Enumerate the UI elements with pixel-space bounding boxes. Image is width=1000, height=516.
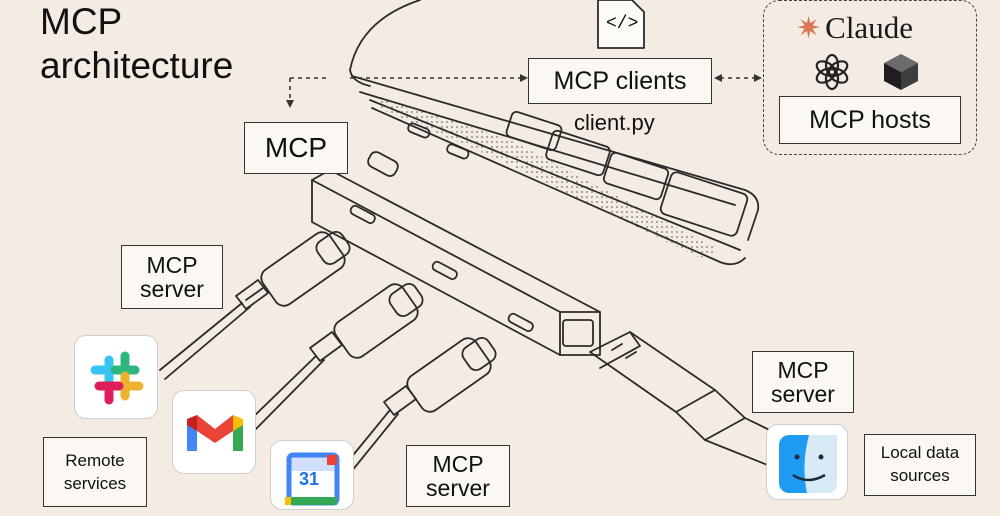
claude-icon: ✷: [796, 11, 822, 45]
mcp-server-box-top: MCP server: [121, 245, 223, 309]
laptop-key: [602, 151, 670, 201]
calendar-day-label: 31: [299, 469, 320, 489]
mcp-server-box-right: MCP server: [752, 351, 854, 413]
mcp-box: MCP: [244, 122, 348, 174]
mcp-clients-box: MCP clients: [528, 58, 712, 104]
slack-icon: [90, 351, 144, 405]
google-calendar-app-tile: 31: [270, 440, 354, 510]
hub-port: [507, 312, 534, 333]
openai-icon: [815, 53, 849, 91]
laptop-key: [545, 129, 611, 177]
hub-port: [349, 204, 376, 225]
mcp-hosts-box: MCP hosts: [779, 96, 961, 144]
slack-app-tile: [74, 335, 158, 419]
cube-logo-icon: [884, 54, 918, 90]
laptop-port: [407, 122, 431, 139]
usb-c-connector: [159, 230, 351, 380]
laptop-port: [446, 143, 470, 160]
architecture-illustration: [159, 0, 791, 473]
laptop-lid: [349, 0, 421, 71]
mcp-server-box-bottom: MCP server: [406, 445, 510, 507]
gmail-app-tile: [172, 390, 256, 474]
laptop-key: [505, 111, 563, 151]
arrow-to-mcp: [289, 77, 330, 102]
gmail-icon: [187, 415, 243, 451]
remote-services-box: Remote services: [43, 437, 147, 507]
client-file-caption: client.py: [574, 110, 655, 135]
laptop-key: [659, 171, 749, 237]
usb-c-connector: [249, 282, 424, 430]
claude-logo: ✷ Claude: [796, 10, 913, 46]
code-file-icon-text: </>: [606, 14, 639, 34]
finder-app-tile: [766, 424, 848, 500]
laptop-speaker-grille: [378, 96, 720, 258]
local-data-sources-box: Local data sources: [864, 434, 976, 496]
hub-port: [431, 260, 458, 281]
laptop-body: [351, 75, 760, 241]
finder-icon: [779, 435, 837, 493]
page-title: MCP architecture: [40, 1, 234, 86]
mcp-hosts-group: [763, 0, 977, 155]
code-file-icon: [597, 0, 645, 49]
claude-wordmark: Claude: [825, 10, 913, 45]
